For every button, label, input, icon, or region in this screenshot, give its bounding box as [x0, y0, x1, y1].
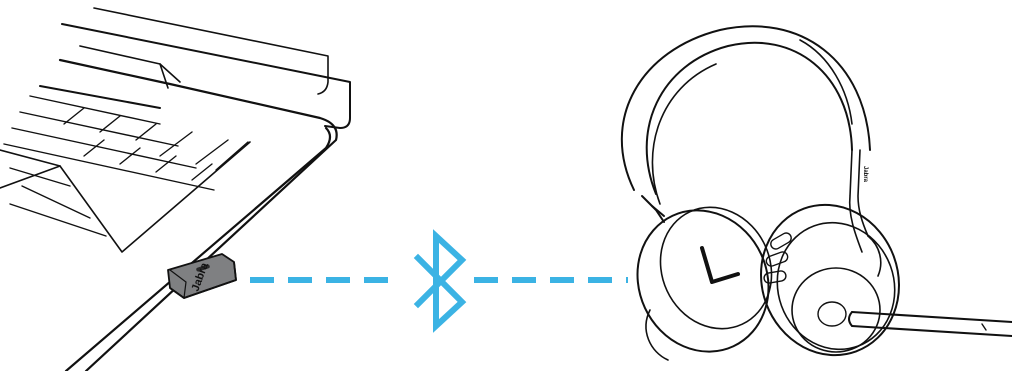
keyboard — [0, 96, 250, 252]
headband: Jabra — [622, 26, 870, 252]
headset: Jabra — [615, 26, 1012, 371]
usb-dongle: Jabra — [168, 254, 236, 298]
laptop-lid — [62, 8, 350, 128]
right-earcup — [740, 185, 1012, 371]
bluetooth-icon — [418, 236, 462, 326]
laptop — [0, 8, 350, 371]
connection-link — [250, 236, 628, 326]
headband-logo: Jabra — [862, 166, 868, 183]
